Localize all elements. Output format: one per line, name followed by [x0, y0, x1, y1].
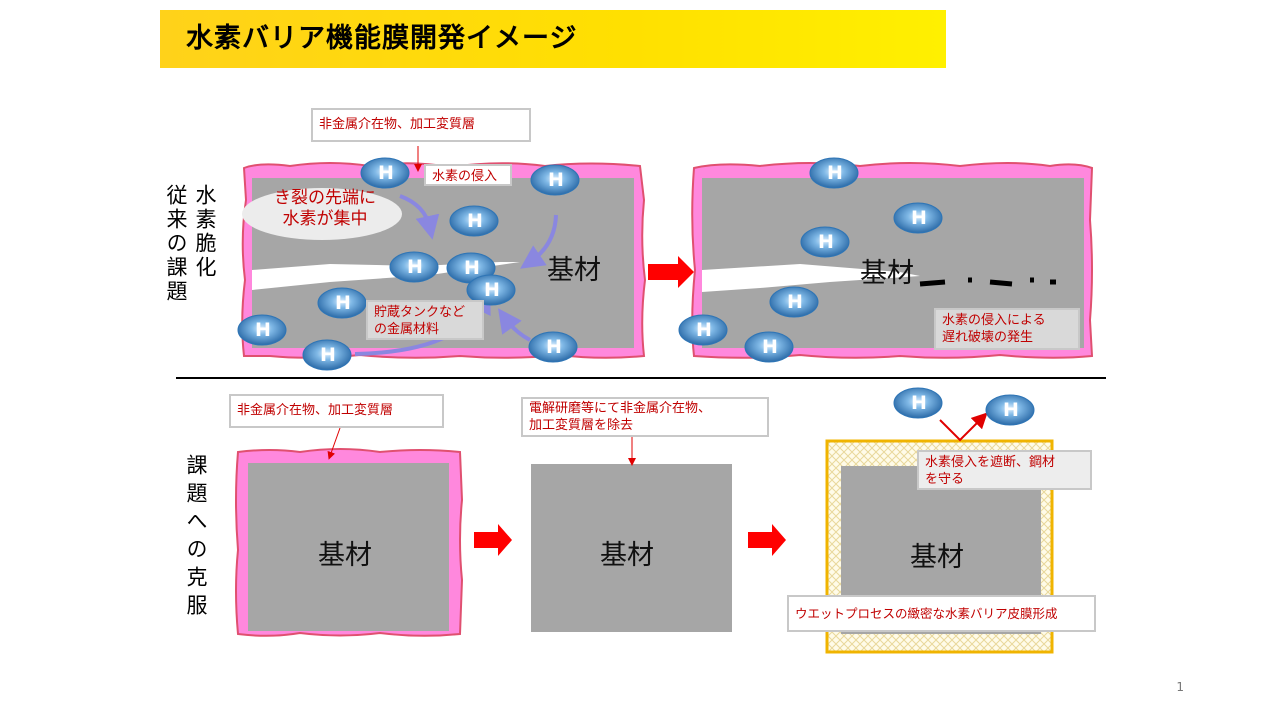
- page-number: 1: [1176, 680, 1184, 694]
- crack-bubble-line-2: 水素が集中: [282, 209, 368, 229]
- callout-remove-layer: 電解研磨等にて非金属介在物、 加工変質層を除去: [521, 397, 769, 437]
- base-bottom-1: [248, 463, 449, 631]
- hydrogen-label: H: [467, 210, 483, 232]
- reflection-arrow: [939, 412, 988, 442]
- hydrogen-label: H: [911, 392, 927, 414]
- hydrogen-label: H: [484, 279, 500, 301]
- hydrogen-label: H: [378, 162, 394, 184]
- crack-bubble: [242, 188, 402, 240]
- side-label-solution: 課題への克服: [184, 454, 208, 622]
- callout-inclusions-bottom: 非金属介在物、加工変質層: [229, 394, 444, 428]
- tank-line-1: 貯蔵タンクなど: [374, 305, 466, 320]
- callout-inclusions-top: 非金属介在物、加工変質層: [311, 108, 531, 142]
- arrow-bottom-2: [748, 524, 786, 556]
- hydrogen-label: H: [1003, 399, 1019, 421]
- flow-arrow-2: [520, 214, 558, 269]
- base-bottom-2: [531, 464, 732, 632]
- arrow-top: [648, 256, 694, 288]
- protect-line-1: 水素侵入を遮断、鋼材: [925, 455, 1056, 470]
- slide-title: 水素バリア機能膜開発イメージ: [186, 23, 578, 54]
- hydrogen-label: H: [696, 319, 712, 341]
- flow-arrow-3: [498, 308, 531, 342]
- callout-tank: 貯蔵タンクなど の金属材料: [366, 300, 484, 340]
- crack-top-right: [702, 264, 920, 292]
- side-label-embrittlement: 水素脆化: [193, 184, 217, 280]
- remove-line-1: 電解研磨等にて非金属介在物、: [529, 401, 712, 416]
- hydrogen-label: H: [546, 336, 562, 358]
- callout-delayed-fracture: 水素の侵入による 遅れ破壊の発生: [934, 308, 1080, 350]
- callout-protect-steel: 水素侵入を遮断、鋼材 を守る: [917, 450, 1092, 490]
- protect-line-2: を守る: [925, 472, 965, 487]
- tank-line-2: の金属材料: [374, 322, 440, 337]
- title-bar: [160, 10, 946, 68]
- arrow-bottom-1: [474, 524, 512, 556]
- hydrogen-label: H: [787, 291, 803, 313]
- base-label-top-right: 基材: [860, 258, 914, 289]
- base-label-top-left: 基材: [547, 255, 601, 286]
- base-label-bottom-2: 基材: [600, 540, 654, 571]
- base-label-bottom-1: 基材: [318, 540, 372, 571]
- crack-propagation-dashes: [919, 277, 1056, 287]
- hydrogen-label: H: [407, 256, 423, 278]
- side-label-conventional-issue: 従来の課題: [164, 184, 188, 304]
- hydrogen-label: H: [818, 231, 834, 253]
- callout-hydrogen-invasion: 水素の侵入: [424, 164, 512, 186]
- delayed-line-2: 遅れ破壊の発生: [942, 330, 1034, 345]
- hydrogen-label: H: [762, 336, 778, 358]
- delayed-line-1: 水素の侵入による: [942, 313, 1046, 328]
- hydrogen-label: H: [320, 344, 336, 366]
- hydrogen-label: H: [548, 169, 564, 191]
- hydrogen-label: H: [911, 207, 927, 229]
- callout-wet-process: ウエットプロセスの緻密な水素バリア皮膜形成: [787, 595, 1096, 632]
- hydrogen-label: H: [827, 162, 843, 184]
- hydrogen-label: H: [255, 319, 271, 341]
- remove-line-2: 加工変質層を除去: [529, 418, 634, 433]
- hydrogen-label: H: [464, 257, 480, 279]
- flow-arrow-1: [399, 194, 440, 240]
- base-label-bottom-3: 基材: [910, 542, 964, 573]
- crack-bubble-line-1: き裂の先端に: [274, 188, 376, 208]
- pointer-inclusions-bottom: [327, 427, 341, 460]
- crack-bubble-text: き裂の先端に 水素が集中: [260, 188, 390, 230]
- hydrogen-label: H: [335, 292, 351, 314]
- hydrogen-atoms: [237, 157, 1035, 426]
